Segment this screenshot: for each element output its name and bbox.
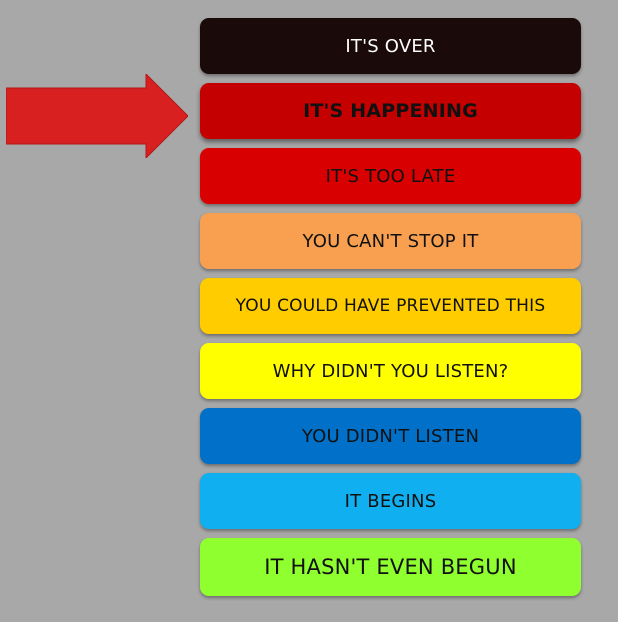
pointer-arrow-icon: [6, 74, 188, 158]
level-you-didnt-listen: YOU DIDN'T LISTEN: [200, 408, 581, 464]
alert-level-scale: IT'S OVER IT'S HAPPENING IT'S TOO LATE Y…: [200, 18, 581, 605]
level-you-cant-stop-it: YOU CAN'T STOP IT: [200, 213, 581, 269]
level-its-over: IT'S OVER: [200, 18, 581, 74]
level-its-happening: IT'S HAPPENING: [200, 83, 581, 139]
level-you-could-have-prevented-this: YOU COULD HAVE PREVENTED THIS: [200, 278, 581, 334]
level-it-begins: IT BEGINS: [200, 473, 581, 529]
level-its-too-late: IT'S TOO LATE: [200, 148, 581, 204]
level-it-hasnt-even-begun: IT HASN'T EVEN BEGUN: [200, 538, 581, 596]
level-why-didnt-you-listen: WHY DIDN'T YOU LISTEN?: [200, 343, 581, 399]
